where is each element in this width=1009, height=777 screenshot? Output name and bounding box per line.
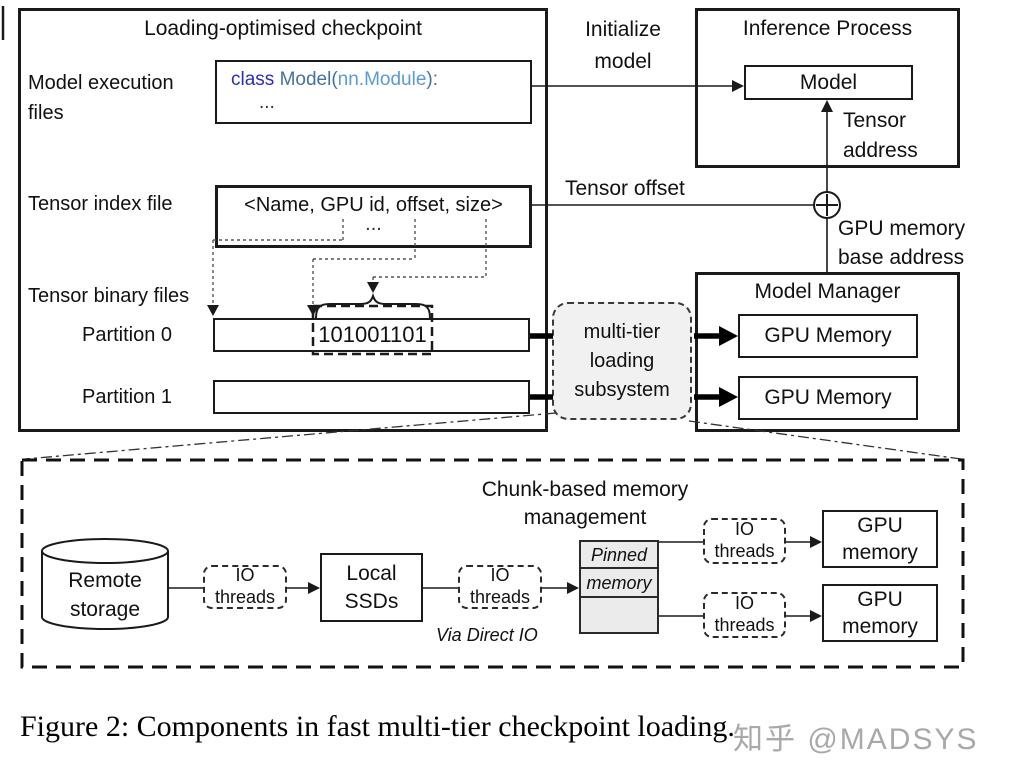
partition-1-box bbox=[213, 380, 530, 414]
code-ident: Model( bbox=[274, 69, 338, 90]
gpu-memory-box-2: GPU Memory bbox=[738, 376, 918, 420]
initialize-model-label: Initialize model bbox=[585, 18, 661, 73]
io-threads-label-1: IO threads bbox=[214, 565, 276, 607]
partition-0-label: Partition 0 bbox=[82, 324, 173, 346]
io-threads-box-3: IO threads bbox=[703, 518, 786, 564]
partition-1-label: Partition 1 bbox=[82, 386, 173, 408]
pinned-memory-stack: Pinned memory bbox=[579, 540, 659, 634]
model-code-box: class Model(nn.Module): ... bbox=[215, 60, 532, 124]
tensor-index-entry: <Name, GPU id, offset, size> bbox=[244, 194, 503, 216]
gpu-memory-label-3: GPU memory bbox=[842, 513, 918, 564]
tensor-index-box: <Name, GPU id, offset, size> ... bbox=[215, 185, 532, 248]
io-threads-label-2: IO threads bbox=[469, 565, 531, 607]
tensor-address-label: Tensor address bbox=[843, 109, 918, 163]
local-ssds-label: Local SSDs bbox=[344, 562, 399, 613]
chunk-management-title: Chunk-based memory management bbox=[481, 478, 689, 530]
code-keyword: class bbox=[231, 69, 275, 90]
io-threads-box-4: IO threads bbox=[703, 592, 786, 638]
gpu-memory-box-1: GPU Memory bbox=[738, 314, 918, 358]
gpu-memory-label-4: GPU memory bbox=[842, 587, 918, 638]
local-ssds-box: Local SSDs bbox=[320, 553, 423, 622]
gpu-memory-box-3: GPU memory bbox=[822, 510, 938, 568]
gpu-memory-base-address-label: GPU memory base address bbox=[838, 217, 966, 270]
code-line-2: ... bbox=[259, 92, 275, 113]
code-tail: ): bbox=[426, 69, 438, 90]
zhihu-watermark: 知乎 @MADSYS bbox=[733, 723, 979, 756]
io-threads-label-4: IO threads bbox=[714, 593, 775, 635]
tensor-index-file-label: Tensor index file bbox=[28, 193, 173, 215]
partition-0-bits: 101001101 bbox=[318, 322, 427, 347]
io-threads-label-3: IO threads bbox=[714, 519, 775, 561]
plus-combiner-icon bbox=[813, 191, 841, 219]
checkpoint-title: Loading-optimised checkpoint bbox=[144, 17, 422, 40]
pinned-memory-row-3 bbox=[581, 598, 657, 626]
tensor-binary-files-label: Tensor binary files bbox=[28, 285, 190, 307]
figure-caption: Figure 2: Components in fast multi-tier … bbox=[20, 710, 735, 743]
remote-storage-label: Remote storage bbox=[68, 569, 142, 622]
model-manager-title: Model Manager bbox=[754, 280, 901, 303]
io-threads-box-2: IO threads bbox=[458, 565, 542, 609]
subsystem-label: multi-tier loading subsystem bbox=[574, 320, 670, 401]
code-line-1: class Model(nn.Module): bbox=[231, 69, 438, 92]
model-box: Model bbox=[744, 65, 913, 100]
pinned-memory-row-2: memory bbox=[581, 569, 657, 598]
model-execution-files-label: Model execution files bbox=[28, 72, 174, 124]
gpu-memory-box-4: GPU memory bbox=[822, 584, 938, 642]
multi-tier-loading-subsystem: multi-tier loading subsystem bbox=[552, 302, 692, 420]
inference-process-title: Inference Process bbox=[742, 17, 913, 40]
tensor-index-more: ... bbox=[365, 213, 382, 235]
tensor-offset-label: Tensor offset bbox=[565, 177, 685, 200]
via-direct-io-label: Via Direct IO bbox=[436, 625, 538, 645]
pinned-memory-row-1: Pinned bbox=[581, 542, 657, 569]
io-threads-box-1: IO threads bbox=[203, 565, 287, 609]
code-module: nn.Module bbox=[337, 69, 427, 90]
